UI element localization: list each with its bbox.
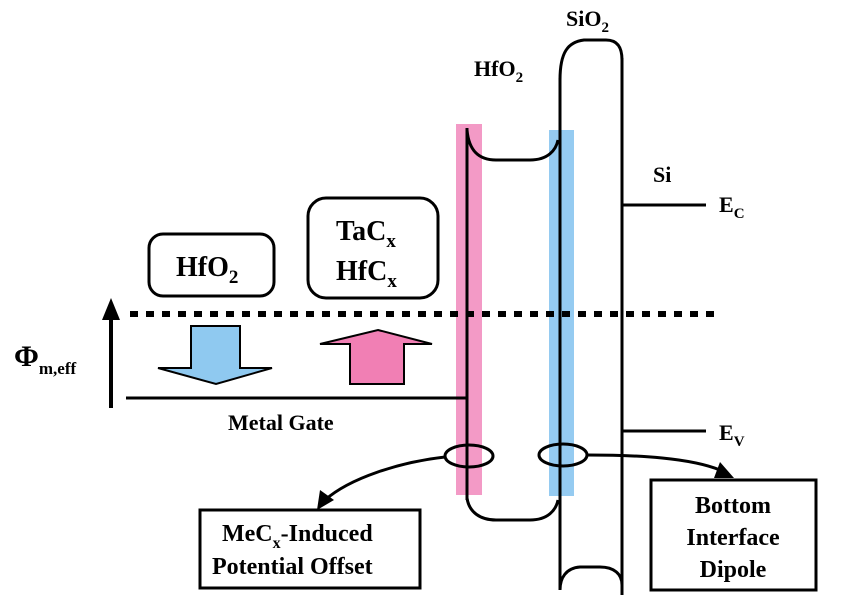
hfo2-valence-band [465, 497, 560, 522]
metal-interface-ellipse [443, 443, 495, 469]
metal-hfo2-interface-band [456, 124, 482, 495]
bottom-interface-leader [586, 453, 721, 472]
metal-gate-label: Metal Gate [228, 410, 334, 435]
phi-label: Φm,eff [14, 340, 76, 378]
ev-label: EV [719, 420, 745, 450]
metal-interface-leader [324, 455, 446, 502]
hfo2-label-box [147, 232, 276, 298]
sio2-conduction-band [558, 38, 624, 81]
hfo2-top-label: HfO2 [474, 56, 523, 86]
sio2-valence-band [558, 565, 624, 591]
ec-label: EC [719, 192, 745, 222]
metal-interface-leader-head-icon [317, 490, 334, 510]
mec-offset-box [198, 508, 422, 590]
bottom-dipole-text-line3: Dipole [700, 557, 767, 583]
bottom-dipole-text-line2: Interface [686, 525, 780, 551]
hfo2-box-text: HfO2 [176, 252, 238, 288]
blue-down-arrow-icon [157, 325, 273, 386]
bottom-interface-leader-head-icon [714, 462, 734, 478]
carbide-label-box [306, 196, 440, 300]
hfo2-conduction-band [465, 129, 560, 162]
mec-offset-text-line1: MeCx-Induced [222, 521, 373, 552]
bottom-dipole-text-line1: Bottom [695, 493, 771, 519]
bottom-dipole-box [649, 478, 818, 592]
sio2-label: SiO2 [566, 6, 609, 36]
hfc-box-text: HfCx [336, 256, 397, 292]
tac-box-text: TaCx [336, 216, 396, 252]
si-label: Si [653, 162, 671, 187]
phi-arrow-head-icon [102, 298, 120, 320]
mec-offset-text-line2: Potential Offset [212, 554, 373, 580]
pink-up-arrow-icon [319, 328, 433, 385]
